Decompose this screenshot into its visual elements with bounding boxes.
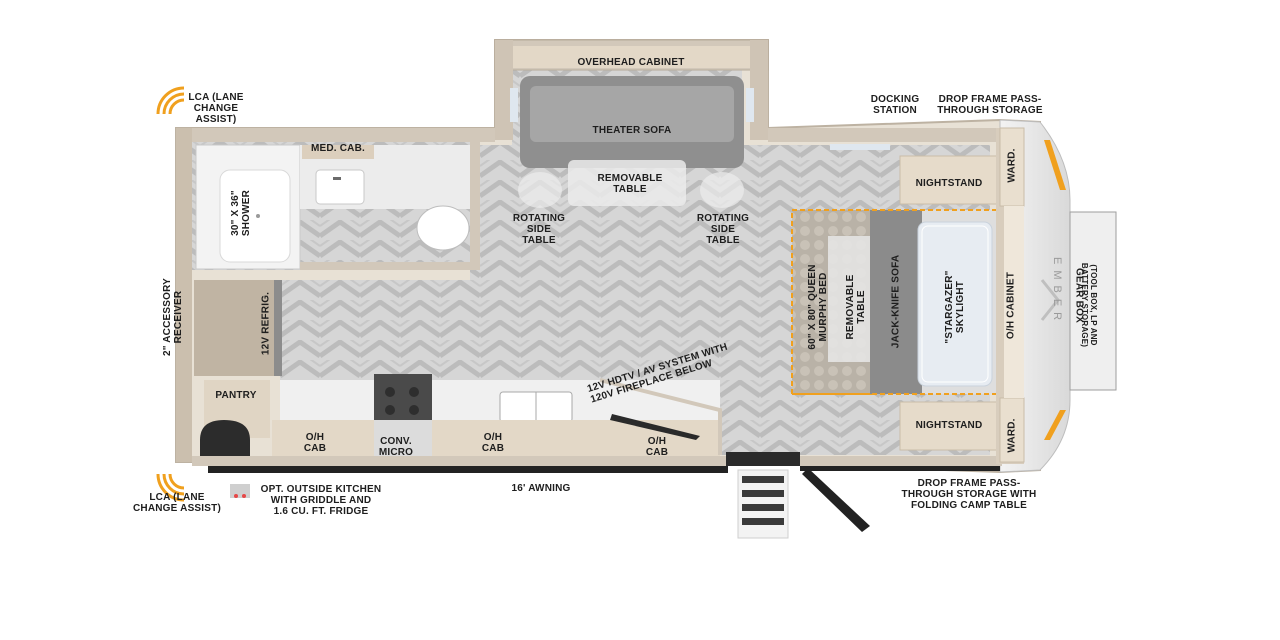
awning-label: 16' AWNING (511, 483, 571, 494)
nightstand-bottom-label: NIGHTSTAND (915, 420, 983, 431)
rotating-side-table-right-label: ROTATING SIDE TABLE (696, 213, 750, 246)
stove-icon (374, 374, 432, 422)
shower-label: 30" X 36" SHOWER (230, 189, 252, 237)
oh-cab-1-label: O/H CAB (303, 432, 327, 454)
nightstand-top-block (899, 155, 999, 205)
toilet-icon (416, 205, 470, 251)
tv-wall (599, 378, 722, 455)
bath-wall (470, 142, 480, 270)
slide-wall-right (750, 40, 768, 140)
drop-frame-top-label: DROP FRAME PASS- THROUGH STORAGE (937, 94, 1043, 116)
slide-wall-left (495, 40, 513, 140)
jack-knife-sofa (870, 210, 922, 394)
refrigerator-label: 12V REFRIG. (260, 291, 272, 356)
docking-station-label: DOCKING STATION (870, 94, 920, 116)
door-frame (726, 452, 800, 466)
stargazer-label: "STARGAZER" SKYLIGHT (944, 270, 966, 344)
jack-knife-sofa-label: JACK-KNIFE SOFA (890, 254, 902, 349)
lca-signal-icon (156, 86, 185, 115)
wall-top-left (176, 128, 495, 142)
overhead-cabinet-block (505, 46, 758, 68)
nightstand-top-label: NIGHTSTAND (915, 178, 983, 189)
window-slide-right (746, 88, 754, 122)
oh-cabinet-label: O/H CABINET (1005, 271, 1017, 340)
wall-bottom (192, 456, 1002, 466)
rotating-side-table-left-label: ROTATING SIDE TABLE (512, 213, 566, 246)
removable-table-top-label: REMOVABLE TABLE (597, 173, 663, 195)
oh-cabinet-front (1004, 206, 1024, 398)
conv-micro-label: CONV. MICRO (378, 436, 414, 458)
wardrobe-bottom (999, 397, 1025, 463)
pantry-label: PANTRY (215, 390, 257, 401)
removable-table-top (568, 160, 686, 206)
gear-box-sub-label: (TOOL BOX, LP AND BATTERY STORAGE) (1080, 262, 1098, 348)
lca-top-label: LCA (LANE CHANGE ASSIST) (188, 92, 244, 125)
rotating-side-table-left (518, 172, 562, 208)
lca-bottom-label: LCA (LANE CHANGE ASSIST) (133, 492, 221, 514)
murphy-bed-label: 60" X 80" QUEEN MURPHY BED (807, 264, 829, 350)
med-cabinet (302, 145, 374, 159)
drop-frame-bottom-label: DROP FRAME PASS- THROUGH STORAGE WITH FO… (901, 478, 1037, 511)
nightstand-bottom-block (899, 401, 999, 451)
stargazer-skylight (917, 221, 993, 387)
window-slide-left (510, 88, 518, 122)
door-icon (802, 468, 870, 532)
window-front (830, 144, 890, 150)
oh-cab-2-label: O/H CAB (481, 432, 505, 454)
removable-table-bed-label: REMOVABLE TABLE (845, 274, 867, 340)
wall-top-right (768, 128, 1000, 142)
outside-kitchen-icon (200, 420, 250, 456)
sink-icon (315, 169, 365, 205)
rotating-side-table-right (700, 172, 744, 208)
awning (208, 466, 728, 473)
overhead-cabinet-label: OVERHEAD CABINET (577, 57, 685, 68)
accessory-receiver-label: 2" ACCESSORY RECEIVER (162, 277, 184, 357)
wardrobe-top (999, 127, 1025, 207)
theater-sofa-label: THEATER SOFA (592, 125, 672, 136)
wall-rear (176, 128, 192, 462)
gear-box (1069, 211, 1117, 391)
entry-steps-icon (737, 469, 789, 539)
ward-top-label: WARD. (1006, 148, 1018, 183)
oh-cab-3-label: O/H CAB (645, 436, 669, 458)
med-cab-label: MED. CAB. (310, 143, 366, 154)
outside-kitchen-label: OPT. OUTSIDE KITCHEN WITH GRIDDLE AND 1.… (260, 484, 382, 517)
brand-logo: EMBER (1051, 257, 1063, 327)
tv-icon (610, 414, 700, 440)
lca-signal-icon (156, 473, 185, 502)
ward-bottom-label: WARD. (1006, 418, 1018, 453)
